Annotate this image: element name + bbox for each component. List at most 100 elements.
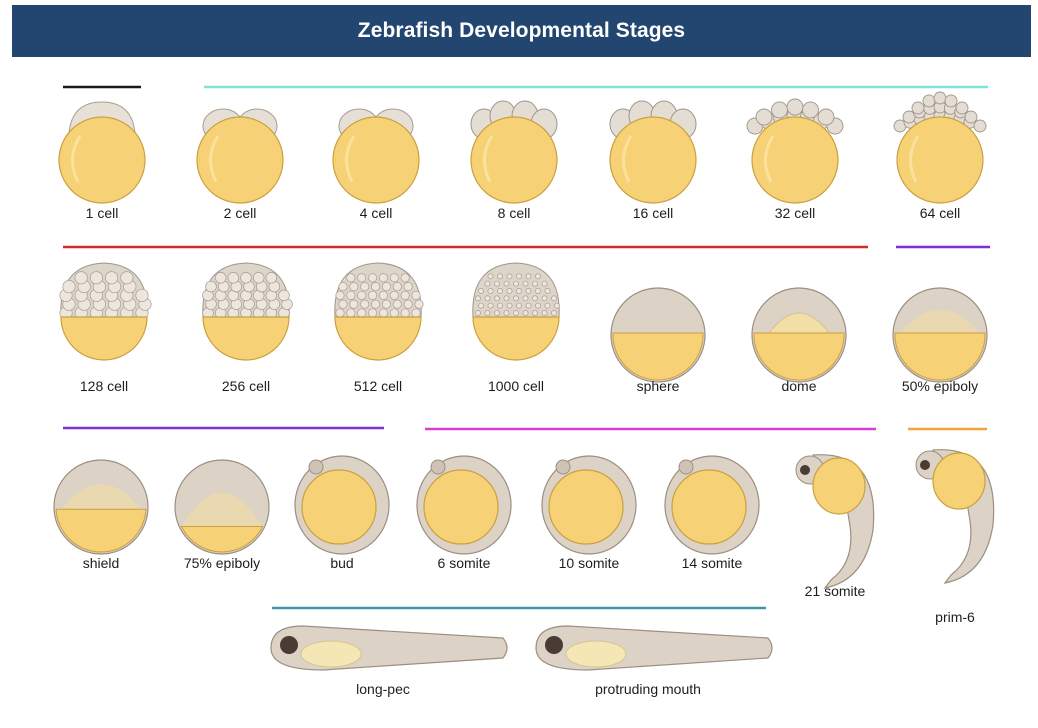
blastomere: [535, 303, 540, 308]
blastomere: [504, 296, 509, 301]
embryo-6-somite: [417, 456, 511, 554]
blastomere: [105, 272, 117, 284]
eye: [920, 460, 930, 470]
blastomere: [336, 309, 344, 317]
stage-label: 8 cell: [498, 205, 531, 221]
blastomere: [956, 102, 968, 114]
embryo-1-cell: [59, 102, 145, 203]
blastomere: [488, 288, 493, 293]
blastomere: [526, 274, 531, 279]
embryo-32-cell: [747, 99, 843, 203]
blastomere: [965, 111, 977, 123]
yolk: [613, 333, 703, 380]
stage-label: 32 cell: [775, 205, 815, 221]
blastomere: [390, 309, 398, 317]
yolk: [301, 641, 361, 667]
blastomere: [347, 309, 355, 317]
blastomere: [478, 303, 483, 308]
stage-label: 2 cell: [224, 205, 257, 221]
blastomere: [228, 272, 239, 283]
blastomere: [379, 274, 387, 282]
yolk: [61, 317, 147, 360]
blastomere: [507, 274, 512, 279]
blastomere: [393, 300, 401, 308]
blastomere: [497, 288, 502, 293]
embryo-21-somite: [796, 455, 874, 588]
blastomere: [90, 272, 102, 284]
blastomere: [513, 296, 518, 301]
blastomere: [347, 291, 355, 299]
blastomere: [404, 282, 412, 290]
blastomere: [347, 274, 355, 282]
blastomere: [475, 296, 480, 301]
blastomere: [494, 310, 499, 315]
yolk: [302, 470, 376, 544]
blastomere: [368, 309, 376, 317]
blastomere: [923, 95, 935, 107]
blastomere: [404, 300, 412, 308]
blastomere: [818, 109, 834, 125]
blastomere: [974, 120, 986, 132]
embryo-sphere: [611, 288, 705, 382]
blastomere: [368, 291, 376, 299]
blastomere: [415, 300, 423, 308]
blastomere: [412, 291, 420, 299]
blastomere: [516, 288, 521, 293]
stage-label: 50% epiboly: [902, 378, 978, 394]
stage-label: 256 cell: [222, 378, 270, 394]
yolk: [933, 453, 985, 509]
stage-label: 1 cell: [86, 205, 119, 221]
blastomere: [934, 92, 946, 104]
blastomere: [497, 303, 502, 308]
blastomere: [206, 281, 217, 292]
blastomere: [532, 310, 537, 315]
blastomere: [371, 282, 379, 290]
stage-label: 10 somite: [559, 555, 620, 571]
blastomere: [485, 310, 490, 315]
yolk: [566, 641, 626, 667]
embryo-prim-6: [916, 450, 994, 583]
embryo-16-cell: [610, 101, 696, 203]
blastomere: [488, 303, 493, 308]
stage-label: dome: [781, 378, 816, 394]
blastomere: [401, 309, 409, 317]
blastomere: [121, 272, 133, 284]
blastomere: [412, 309, 420, 317]
embryo-10-somite: [542, 456, 636, 554]
blastomere: [803, 102, 819, 118]
stage-label: 6 somite: [438, 555, 491, 571]
yolk: [56, 509, 146, 552]
blastomere: [554, 303, 559, 308]
blastomere: [215, 272, 226, 283]
blastomere: [787, 99, 803, 115]
stage-label: 64 cell: [920, 205, 960, 221]
blastomere: [551, 310, 556, 315]
blastomere: [361, 300, 369, 308]
embryo-dome: [752, 288, 846, 382]
head-bud: [431, 460, 445, 474]
stage-label: protruding mouth: [595, 681, 701, 697]
blastomere: [379, 309, 387, 317]
embryo-14-somite: [665, 456, 759, 554]
blastomere: [393, 282, 401, 290]
stage-label: long-pec: [356, 681, 410, 697]
embryo-long-pec: [271, 626, 507, 670]
blastomere: [350, 300, 358, 308]
blastomere: [494, 296, 499, 301]
embryo-1000-cell: [473, 263, 560, 360]
stage-label: bud: [330, 555, 353, 571]
embryo-4-cell: [333, 109, 419, 203]
blastomere: [551, 296, 556, 301]
head-bud: [679, 460, 693, 474]
blastomere: [504, 281, 509, 286]
blastomere: [390, 274, 398, 282]
embryo-shield: [54, 460, 148, 554]
blastomere: [507, 288, 512, 293]
blastomere: [401, 274, 409, 282]
stage-label: 21 somite: [805, 583, 866, 599]
blastomere: [516, 274, 521, 279]
yolk: [549, 470, 623, 544]
embryo-128-cell: [60, 263, 151, 360]
blastomere: [516, 303, 521, 308]
